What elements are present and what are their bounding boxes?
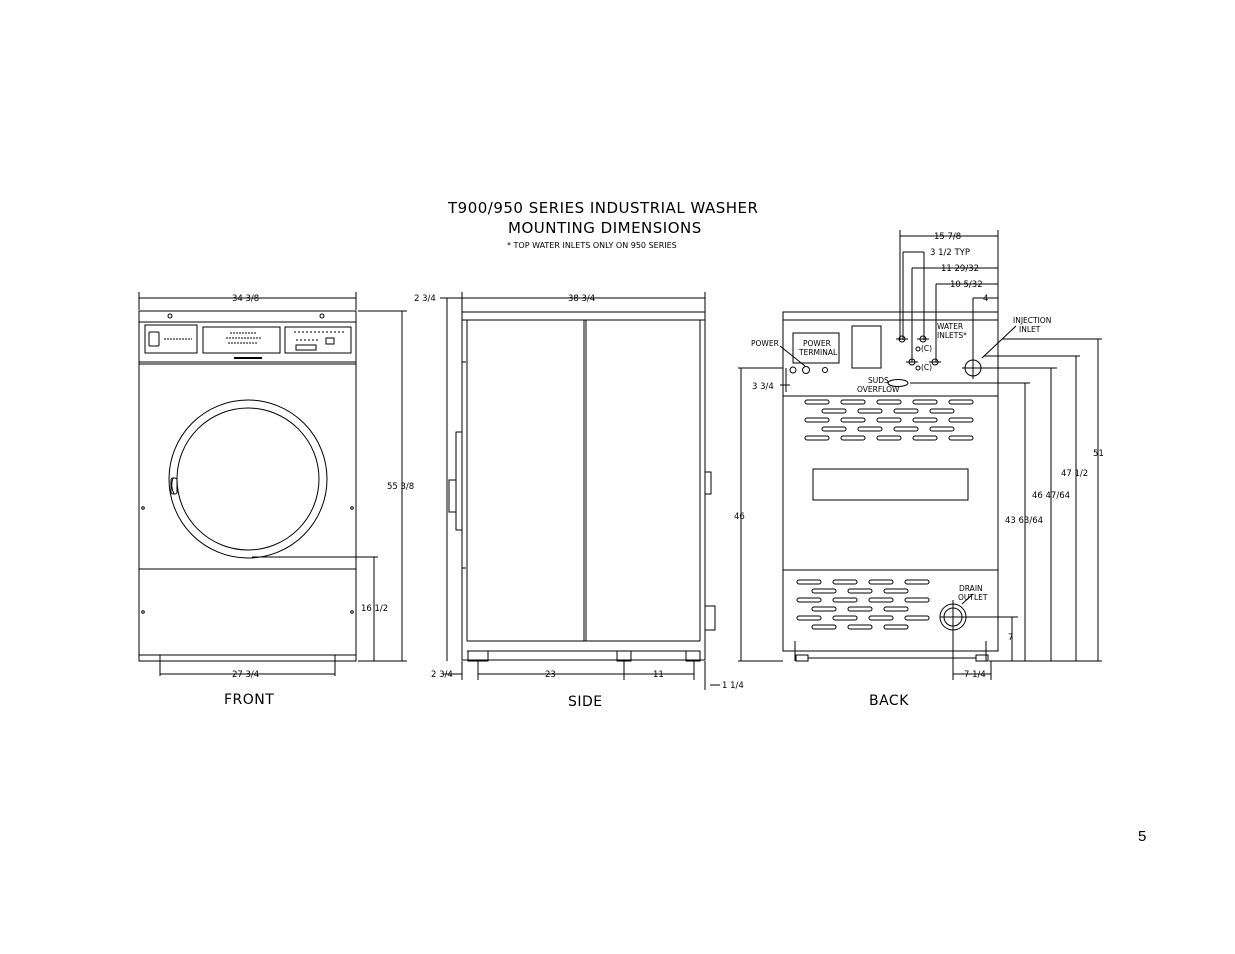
page-number: 5 bbox=[1138, 828, 1147, 845]
front-view bbox=[138, 292, 407, 676]
side-bottom-offset-dim: 2 3/4 bbox=[431, 670, 453, 680]
vent-slots-upper bbox=[804, 399, 974, 441]
back-view-label: BACK bbox=[869, 693, 909, 709]
back-dim-4: 10 5/32 bbox=[950, 280, 983, 290]
back-height-43: 43 63/64 bbox=[1005, 516, 1043, 526]
front-height-dim: 55 3/8 bbox=[387, 482, 414, 492]
side-foot-height-dim: 1 1/4 bbox=[722, 681, 744, 691]
front-width-dim: 34 3/8 bbox=[232, 294, 259, 304]
drain-outlet-label-2: OUTLET bbox=[958, 593, 988, 602]
drain-outlet-label-1: DRAIN bbox=[959, 584, 983, 593]
back-drain-width-dim: 7 1/4 bbox=[964, 670, 986, 680]
power-terminal-label-1: POWER bbox=[803, 339, 831, 348]
back-height-47: 47 1/2 bbox=[1061, 469, 1088, 479]
power-terminal-label-2: TERMINAL bbox=[798, 348, 838, 357]
suds-overflow-label-1: SUDS bbox=[868, 376, 889, 385]
injection-inlet-label-1: INJECTION bbox=[1013, 316, 1051, 325]
back-power-height-dim: 3 3/4 bbox=[752, 382, 774, 392]
inlet-c-label-1: (C) bbox=[921, 344, 932, 353]
side-view-label: SIDE bbox=[568, 694, 603, 710]
back-dim-3: 11 29/32 bbox=[941, 264, 979, 274]
title-line-1: T900/950 SERIES INDUSTRIAL WASHER bbox=[447, 199, 758, 217]
suds-overflow-label-2: OVERFLOW bbox=[857, 385, 900, 394]
title-note: * TOP WATER INLETS ONLY ON 950 SERIES bbox=[507, 241, 677, 250]
back-total-height-dim: 46 bbox=[734, 512, 745, 522]
water-inlets-label-1: WATER bbox=[937, 322, 963, 331]
side-foot1-dim: 23 bbox=[545, 670, 556, 680]
title-line-2: MOUNTING DIMENSIONS bbox=[508, 219, 702, 237]
vent-slots-lower bbox=[796, 579, 930, 630]
back-height-46: 46 47/64 bbox=[1032, 491, 1070, 501]
water-inlets-label-2: INLETS* bbox=[937, 331, 967, 340]
side-view bbox=[440, 292, 720, 690]
inlet-c-label-2: (C) bbox=[921, 363, 932, 372]
back-dim-1: 15 7/8 bbox=[934, 232, 961, 242]
front-base-dim: 27 3/4 bbox=[232, 670, 259, 680]
front-door-dim: 16 1/2 bbox=[361, 604, 388, 614]
back-dim-5: 4 bbox=[983, 294, 988, 304]
back-dim-2: 3 1/2 TYP bbox=[930, 248, 970, 258]
injection-inlet-label-2: INLET bbox=[1019, 325, 1041, 334]
side-depth-dim: 38 3/4 bbox=[568, 294, 595, 304]
back-drain-height-dim: 7 bbox=[1008, 633, 1013, 643]
side-top-offset-dim: 2 3/4 bbox=[414, 294, 436, 304]
back-height-51: 51 bbox=[1093, 449, 1104, 459]
back-view bbox=[738, 230, 1102, 680]
front-view-label: FRONT bbox=[224, 692, 274, 708]
power-label: POWER bbox=[751, 339, 779, 348]
side-foot2-dim: 11 bbox=[653, 670, 664, 680]
